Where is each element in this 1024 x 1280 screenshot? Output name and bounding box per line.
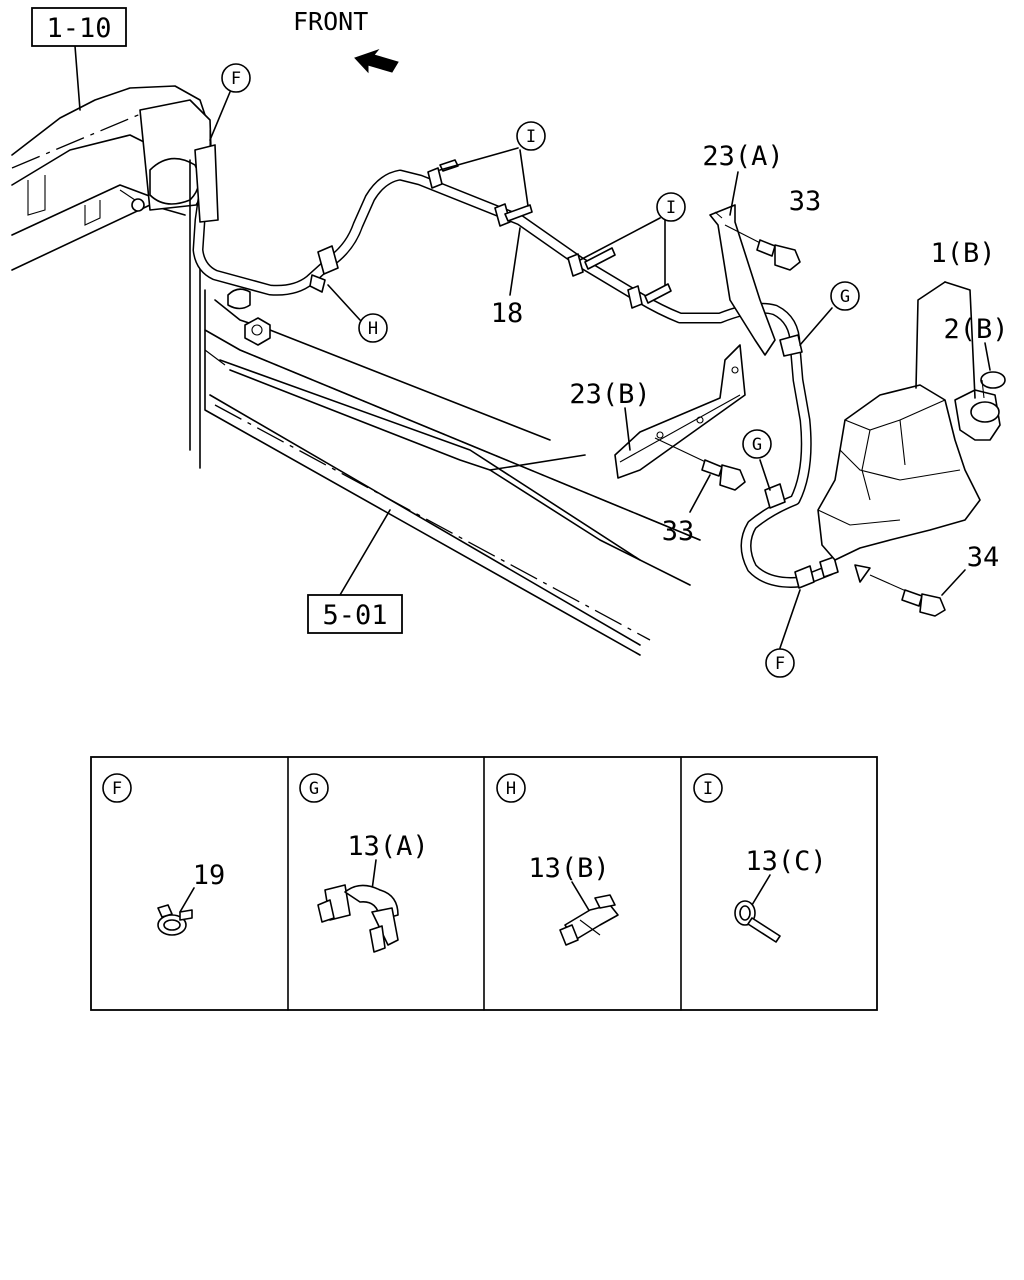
- svg-text:H: H: [368, 319, 378, 339]
- svg-text:F: F: [775, 654, 785, 674]
- detail-part-13b: 13(B): [528, 853, 609, 884]
- hose-clips: [309, 159, 839, 589]
- callout-i-left: I: [516, 121, 546, 151]
- hose-clip-icon: [559, 894, 619, 946]
- part-label-bracket-b: 23(B): [569, 379, 650, 410]
- detail-panel-g: G 13(A): [299, 773, 429, 953]
- detail-panel-h: H 13(B): [496, 773, 619, 946]
- part-label-bolt-tank: 34: [967, 542, 1000, 573]
- part-label-bolt-lower: 33: [662, 516, 695, 547]
- svg-text:H: H: [506, 779, 516, 799]
- svg-text:I: I: [666, 198, 676, 218]
- washer-hose: [192, 130, 836, 588]
- bracket-23b: [614, 344, 746, 479]
- callout-g-upper: G: [830, 281, 860, 311]
- leader-lines: [74, 45, 991, 649]
- bolt-34: [869, 574, 946, 617]
- part-label-bolt-upper: 33: [789, 186, 822, 217]
- double-clip-icon: [317, 884, 399, 953]
- frame-rail: [204, 288, 701, 656]
- frame-ref-label: 5-01: [322, 600, 387, 631]
- bolt-33-lower: [654, 437, 746, 491]
- callout-f-top: F: [221, 63, 251, 93]
- chassis-frame: [11, 85, 213, 469]
- detail-panel-f: F 19: [102, 773, 226, 936]
- svg-text:I: I: [703, 779, 713, 799]
- front-arrow-icon: [354, 48, 399, 74]
- callout-i-right: I: [656, 192, 686, 222]
- chassis-ref-label: 1-10: [46, 13, 111, 44]
- part-label-cap: 2(B): [943, 314, 1008, 345]
- ref-box-frame: 5-01: [307, 594, 403, 634]
- svg-text:F: F: [231, 69, 241, 89]
- svg-text:F: F: [112, 779, 122, 799]
- callout-g-lower: G: [742, 429, 772, 459]
- callout-f-lower: F: [765, 648, 795, 678]
- svg-text:I: I: [526, 127, 536, 147]
- detail-panel-i: I 13(C): [693, 773, 827, 943]
- svg-text:G: G: [840, 287, 850, 307]
- svg-text:G: G: [309, 779, 319, 799]
- part-label-bracket-a: 23(A): [702, 141, 783, 172]
- svg-text:G: G: [752, 435, 762, 455]
- ref-box-chassis: 1-10: [31, 7, 127, 47]
- detail-part-13a: 13(A): [347, 831, 428, 862]
- detail-part-19: 19: [193, 860, 226, 891]
- front-label: FRONT: [293, 7, 368, 36]
- callout-h: H: [358, 313, 388, 343]
- hose-clamp-icon: [157, 904, 193, 936]
- detail-part-13c: 13(C): [745, 846, 826, 877]
- part-label-tank: 1(B): [930, 238, 995, 269]
- bolt-33-upper: [724, 224, 801, 271]
- band-clip-icon: [734, 900, 781, 943]
- detail-panels: F 19 G 13(A): [90, 756, 878, 1011]
- part-label-hose: 18: [491, 298, 524, 329]
- washer-tank: [817, 371, 1006, 583]
- bracket-23a: [709, 204, 776, 356]
